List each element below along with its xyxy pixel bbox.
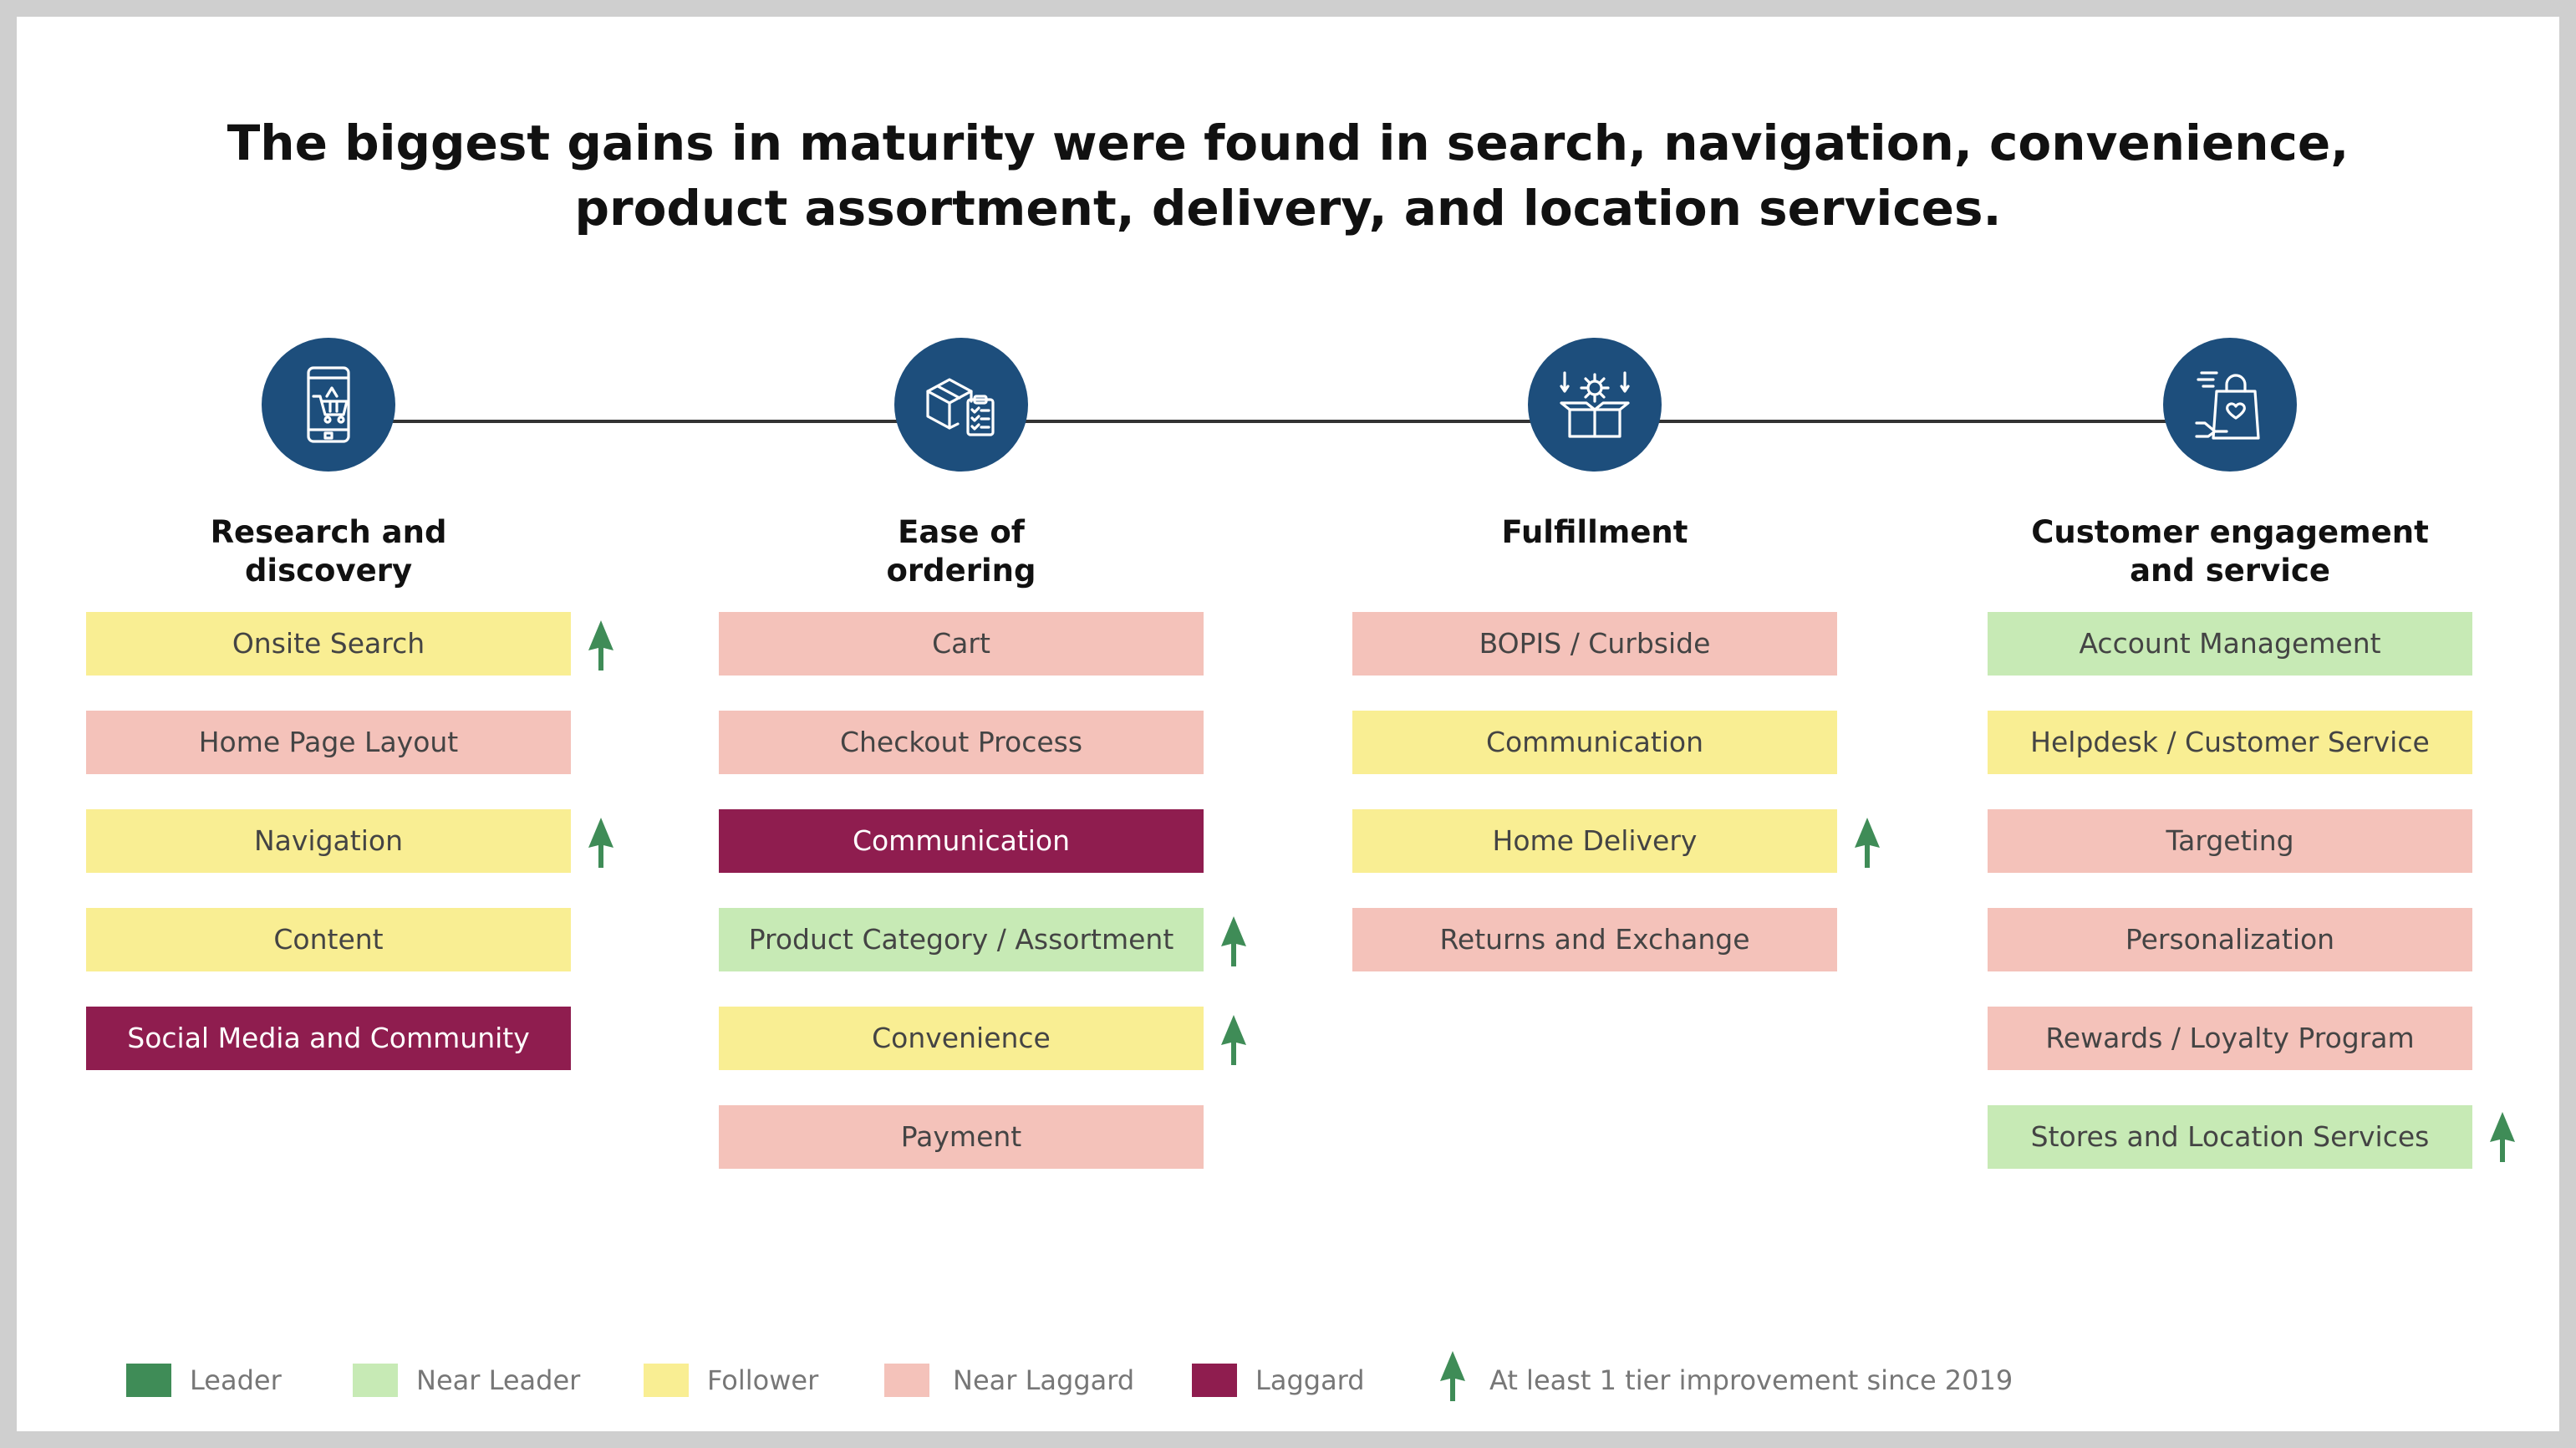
improvement-arrow-icon	[588, 818, 614, 868]
improvement-arrow-icon	[1220, 916, 1247, 966]
capability-social-media-and-community: Social Media and Community	[86, 1007, 571, 1070]
legend-label: Laggard	[1255, 1364, 1365, 1396]
near-laggard-swatch	[884, 1364, 929, 1397]
follower-swatch	[644, 1364, 689, 1397]
headline-line-1: The biggest gains in maturity were found…	[227, 115, 2349, 171]
capability-onsite-search: Onsite Search	[86, 612, 571, 676]
smartphone-shopping-cart-icon	[262, 338, 395, 472]
capability-home-delivery: Home Delivery	[1352, 809, 1837, 873]
headline-line-2: product assortment, delivery, and locati…	[574, 180, 2002, 237]
stage-title: Customer engagement and service	[2031, 514, 2429, 589]
capability-account-management: Account Management	[1988, 612, 2472, 676]
capability-navigation: Navigation	[86, 809, 571, 873]
improvement-arrow-icon	[1220, 1015, 1247, 1065]
timeline-connector	[347, 420, 2244, 423]
stage-title: Research and discovery	[210, 514, 447, 589]
legend-label: Near Leader	[416, 1364, 581, 1396]
improvement-arrow-icon	[588, 620, 614, 670]
capability-bopis-curbside: BOPIS / Curbside	[1352, 612, 1837, 676]
capability-content: Content	[86, 908, 571, 971]
shopping-bag-heart-icon	[2163, 338, 2297, 472]
capability-cart: Cart	[719, 612, 1204, 676]
slide-frame: The biggest gains in maturity were found…	[17, 17, 2559, 1431]
capability-helpdesk-customer-service: Helpdesk / Customer Service	[1988, 711, 2472, 774]
capability-communication: Communication	[1352, 711, 1837, 774]
package-checklist-icon	[894, 338, 1028, 472]
capability-payment: Payment	[719, 1105, 1204, 1169]
capability-targeting: Targeting	[1988, 809, 2472, 873]
gear-box-icon	[1528, 338, 1662, 472]
improvement-arrow-icon	[1439, 1351, 1466, 1401]
laggard-swatch	[1192, 1364, 1237, 1397]
capability-stores-and-location-services: Stores and Location Services	[1988, 1105, 2472, 1169]
stage-title: Ease of ordering	[886, 514, 1036, 589]
capability-home-page-layout: Home Page Layout	[86, 711, 571, 774]
improvement-arrow-icon	[1854, 818, 1881, 868]
legend-label: Leader	[190, 1364, 282, 1396]
improvement-arrow-icon	[2489, 1112, 2516, 1162]
near-leader-swatch	[353, 1364, 398, 1397]
legend-label: Near Laggard	[953, 1364, 1135, 1396]
legend-label: Follower	[707, 1364, 819, 1396]
capability-checkout-process: Checkout Process	[719, 711, 1204, 774]
capability-convenience: Convenience	[719, 1007, 1204, 1070]
capability-rewards-loyalty-program: Rewards / Loyalty Program	[1988, 1007, 2472, 1070]
legend-label: At least 1 tier improvement since 2019	[1489, 1364, 2013, 1396]
leader-swatch	[126, 1364, 171, 1397]
stage-title: Fulfillment	[1501, 514, 1688, 550]
headline: The biggest gains in maturity were found…	[17, 110, 2559, 241]
capability-product-category-assortment: Product Category / Assortment	[719, 908, 1204, 971]
capability-personalization: Personalization	[1988, 908, 2472, 971]
capability-communication: Communication	[719, 809, 1204, 873]
capability-returns-and-exchange: Returns and Exchange	[1352, 908, 1837, 971]
